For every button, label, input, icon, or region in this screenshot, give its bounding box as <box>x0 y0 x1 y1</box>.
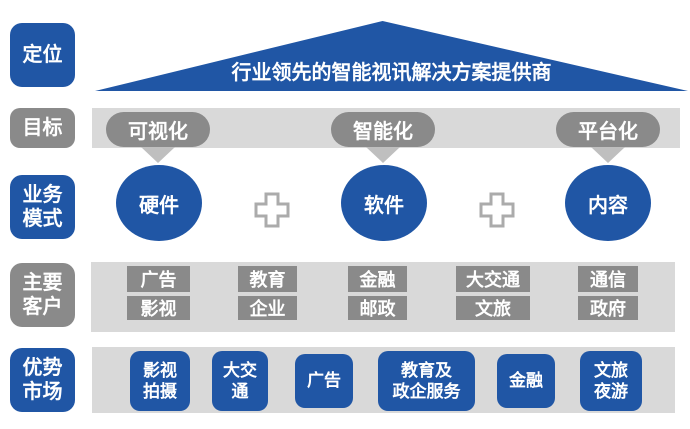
market-box: 影视 拍摄 <box>130 351 190 411</box>
row-label-main-customers: 主要 客户 <box>10 263 75 327</box>
market-box: 广告 <box>295 354 353 408</box>
goal-pill-intelligence: 智能化 <box>331 112 435 147</box>
customer-box: 大交通 <box>456 266 530 292</box>
positioning-roof-shape: 行业领先的智能视讯解决方案提供商 <box>95 21 688 91</box>
market-box: 教育及 政企服务 <box>378 351 475 411</box>
arrow-down-icon <box>591 147 625 163</box>
row-label-advantage-markets: 优势 市场 <box>10 348 75 412</box>
row-label-business-model: 业务 模式 <box>10 175 75 239</box>
business-circle-hardware: 硬件 <box>116 165 202 241</box>
goal-pill-visualization: 可视化 <box>106 112 210 147</box>
customer-box: 广告 <box>127 266 190 292</box>
market-box: 文旅 夜游 <box>580 351 642 411</box>
market-box: 金融 <box>497 354 555 408</box>
arrow-down-icon <box>366 147 400 163</box>
arrow-down-icon <box>141 147 175 163</box>
customer-box: 企业 <box>238 296 297 320</box>
customer-box: 影视 <box>127 296 190 320</box>
customer-box: 教育 <box>238 266 297 292</box>
customer-box: 通信 <box>578 266 638 292</box>
business-circle-software: 软件 <box>341 165 427 241</box>
positioning-banner-text: 行业领先的智能视讯解决方案提供商 <box>231 62 552 84</box>
row-label-goals: 目标 <box>10 108 75 148</box>
business-circle-content: 内容 <box>565 165 651 241</box>
customer-box: 金融 <box>348 266 407 292</box>
customer-box: 文旅 <box>456 296 530 320</box>
customer-box: 政府 <box>578 296 638 320</box>
customer-box: 邮政 <box>348 296 407 320</box>
row-label-positioning: 定位 <box>10 23 75 87</box>
plus-icon <box>254 192 290 228</box>
goal-pill-platform: 平台化 <box>556 112 660 147</box>
plus-icon <box>479 192 515 228</box>
market-box: 大交 通 <box>212 351 268 411</box>
